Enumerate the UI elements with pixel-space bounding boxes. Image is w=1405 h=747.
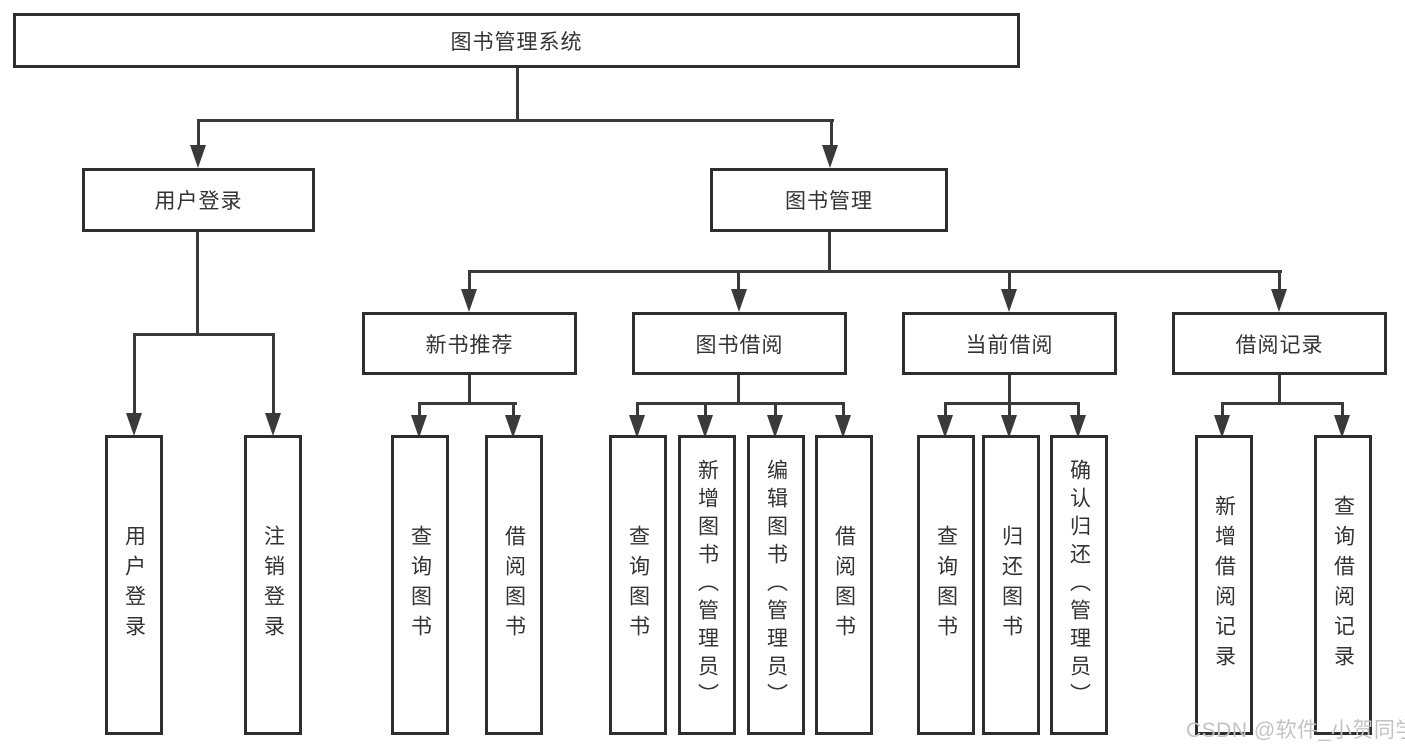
connector-stub xyxy=(636,402,639,418)
leaf-add-books-admin: 新增图书（管理员） xyxy=(678,435,736,735)
leaf-return-books: 归还图书 xyxy=(982,435,1040,735)
leaf-user-login: 用户登录 xyxy=(105,435,163,735)
leaf-logout-label: 注销登录 xyxy=(261,525,285,645)
connector-stub xyxy=(272,333,275,414)
leaf-label: 归还图书 xyxy=(999,525,1023,645)
leaf-logout: 注销登录 xyxy=(244,435,302,735)
connector-bookmgmt-vertical xyxy=(828,232,831,273)
arrow-down-icon xyxy=(1070,415,1086,438)
node-root-label: 图书管理系统 xyxy=(450,30,583,54)
csdn-watermark: CSDN @软件_小贺同学 xyxy=(1186,719,1405,742)
leaf-label: 借阅图书 xyxy=(832,525,856,645)
connector-stub xyxy=(704,402,707,418)
leaf-query-books-current: 查询图书 xyxy=(917,435,975,735)
leaf-label: 查询借阅记录 xyxy=(1331,495,1355,675)
arrow-down-icon xyxy=(1334,415,1350,438)
arrow-down-icon xyxy=(697,415,713,438)
connector-group-vertical xyxy=(1008,373,1011,405)
connector-group-vertical xyxy=(737,373,740,405)
connector-level3-horizontal xyxy=(468,270,1282,273)
connector-level2-horizontal xyxy=(197,119,834,122)
leaf-label: 查询图书 xyxy=(934,525,958,645)
arrow-down-icon xyxy=(822,145,838,168)
node-borrowing-records: 借阅记录 xyxy=(1172,312,1387,375)
connector-group-vertical xyxy=(468,373,471,405)
leaf-borrow-books-recommend: 借阅图书 xyxy=(485,435,543,735)
connector-stub xyxy=(1008,402,1011,418)
connector-stub xyxy=(737,270,740,291)
connector-group-vertical xyxy=(1278,373,1281,405)
arrow-down-icon xyxy=(937,415,953,438)
leaf-query-books-borrow: 查询图书 xyxy=(609,435,667,735)
node-user-login: 用户登录 xyxy=(82,168,315,232)
leaf-label: 查询图书 xyxy=(626,525,650,645)
arrow-down-icon xyxy=(461,289,477,312)
connector-stub xyxy=(774,402,777,418)
node-current-borrowing: 当前借阅 xyxy=(902,312,1117,375)
arrow-down-icon xyxy=(126,413,142,436)
connector-stub xyxy=(1077,402,1080,418)
connector-stub xyxy=(944,402,947,418)
leaf-label: 编辑图书（管理员） xyxy=(764,459,788,711)
arrow-down-icon xyxy=(731,289,747,312)
node-borrowing-records-label: 借阅记录 xyxy=(1235,333,1324,357)
leaf-label: 查询图书 xyxy=(408,525,432,645)
node-book-borrowing-label: 图书借阅 xyxy=(695,333,784,357)
leaf-query-borrow-record: 查询借阅记录 xyxy=(1314,435,1372,735)
leaf-label: 借阅图书 xyxy=(502,525,526,645)
connector-group-horizontal xyxy=(944,402,1080,405)
connector-stub xyxy=(418,402,421,418)
leaf-label: 确认归还（管理员） xyxy=(1067,459,1091,711)
leaf-label: 新增图书（管理员） xyxy=(695,459,719,711)
arrow-down-icon xyxy=(767,415,783,438)
connector-stub xyxy=(133,333,136,414)
connector-group-horizontal xyxy=(1221,402,1344,405)
node-user-login-label: 用户登录 xyxy=(154,190,243,213)
node-current-borrowing-label: 当前借阅 xyxy=(965,333,1054,357)
leaf-user-login-label: 用户登录 xyxy=(122,525,146,645)
leaf-borrow-books: 借阅图书 xyxy=(815,435,873,735)
connector-stub-book-mgmt xyxy=(830,119,833,150)
connector-stub xyxy=(1341,402,1344,418)
node-book-borrowing: 图书借阅 xyxy=(632,312,847,375)
connector-root-vertical xyxy=(516,66,519,119)
node-new-book-recommend-label: 新书推荐 xyxy=(425,333,514,357)
connector-stub xyxy=(1278,270,1281,291)
arrow-down-icon xyxy=(835,415,851,438)
connector-stub xyxy=(1008,270,1011,291)
leaf-edit-books-admin: 编辑图书（管理员） xyxy=(747,435,805,735)
arrow-down-icon xyxy=(1214,415,1230,438)
connector-stub-user-login xyxy=(197,119,200,150)
connector-group-horizontal xyxy=(636,402,845,405)
connector-userlogin-horizontal xyxy=(133,333,275,336)
leaf-label: 新增借阅记录 xyxy=(1212,495,1236,675)
leaf-confirm-return-admin: 确认归还（管理员） xyxy=(1050,435,1108,735)
arrow-down-icon xyxy=(505,415,521,438)
node-root: 图书管理系统 xyxy=(13,13,1020,68)
arrow-down-icon xyxy=(265,413,281,436)
connector-stub xyxy=(842,402,845,418)
node-book-management-label: 图书管理 xyxy=(785,190,873,213)
leaf-query-books-recommend: 查询图书 xyxy=(391,435,449,735)
arrow-down-icon xyxy=(190,145,206,168)
connector-stub xyxy=(512,402,515,418)
arrow-down-icon xyxy=(411,415,427,438)
connector-userlogin-vertical xyxy=(196,232,199,335)
node-new-book-recommend: 新书推荐 xyxy=(362,312,577,375)
connector-group-horizontal xyxy=(418,402,517,405)
arrow-down-icon xyxy=(629,415,645,438)
leaf-add-borrow-record: 新增借阅记录 xyxy=(1195,435,1253,735)
node-book-management: 图书管理 xyxy=(710,168,948,232)
arrow-down-icon xyxy=(1001,415,1017,438)
connector-stub xyxy=(468,270,471,291)
connector-stub xyxy=(1221,402,1224,418)
arrow-down-icon xyxy=(1271,289,1287,312)
arrow-down-icon xyxy=(1001,289,1017,312)
